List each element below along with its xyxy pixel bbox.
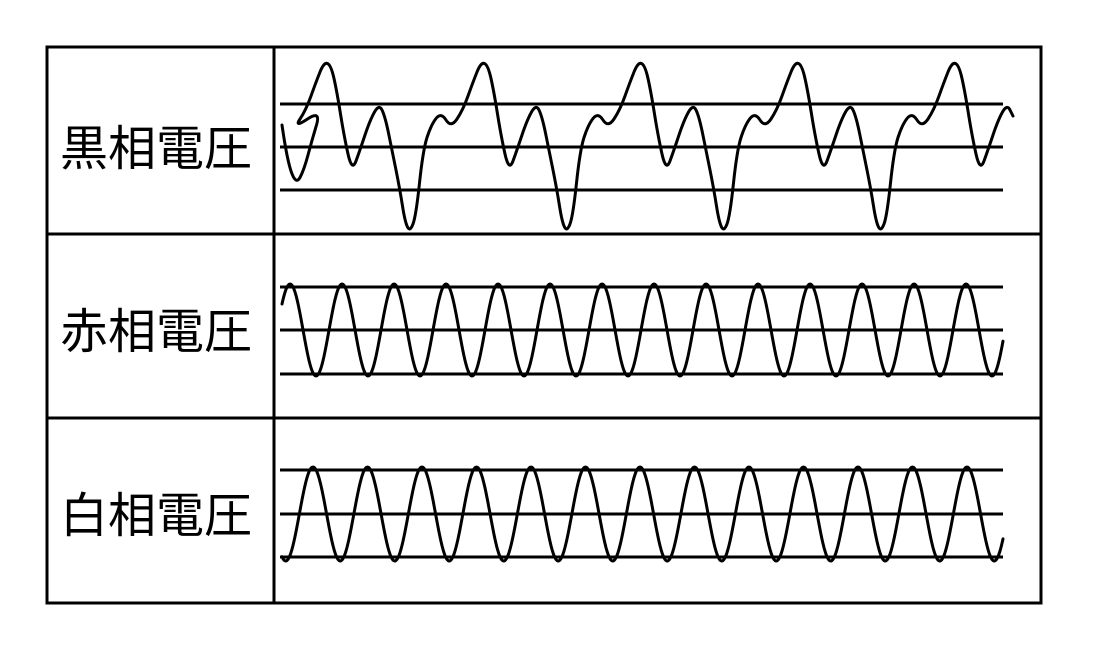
red-phase-waveform [280,282,1005,378]
white-phase-plot [280,465,1005,563]
red-phase-plot [280,282,1005,378]
black-phase-waveform [280,61,1015,231]
row-label-black-phase: 黒相電圧 [60,121,252,177]
row-label-red-phase: 赤相電圧 [60,304,252,360]
row-label-white-phase: 白相電圧 [60,488,252,544]
black-phase-plot [280,61,1015,231]
table-frame [45,45,1043,605]
white-phase-waveform [280,465,1005,563]
